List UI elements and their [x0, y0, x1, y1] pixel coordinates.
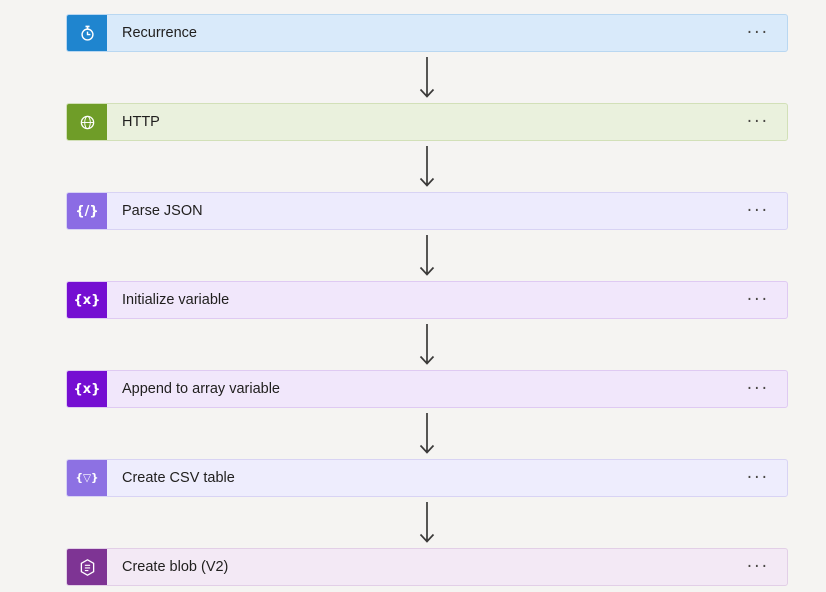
action-card-create-csv-table[interactable]: {▽} Create CSV table ··· [66, 459, 788, 497]
action-card-parse-json[interactable]: {/} Parse JSON ··· [66, 192, 788, 230]
action-title: Initialize variable [122, 292, 230, 308]
icon-glyph: {x} [73, 292, 101, 308]
card-menu-button[interactable]: ··· [743, 23, 773, 44]
card-menu-button[interactable]: ··· [743, 379, 773, 400]
action-card-initialize-variable[interactable]: {x} Initialize variable ··· [66, 281, 788, 319]
action-title: Create CSV table [122, 470, 235, 486]
card-menu-button[interactable]: ··· [743, 468, 773, 489]
connector-arrow [66, 141, 788, 192]
icon-glyph: {x} [73, 381, 101, 397]
action-card-append-to-array-variable[interactable]: {x} Append to array variable ··· [66, 370, 788, 408]
braces-slash-icon: {/} [67, 193, 107, 229]
braces-table-icon: {▽} [67, 460, 107, 496]
action-card-create-blob[interactable]: Create blob (V2) ··· [66, 548, 788, 586]
connector-arrow [66, 497, 788, 548]
card-menu-button[interactable]: ··· [743, 112, 773, 133]
connector-arrow [66, 408, 788, 459]
braces-x-icon: {x} [67, 282, 107, 318]
icon-glyph: {/} [75, 203, 99, 219]
card-menu-button[interactable]: ··· [743, 557, 773, 578]
action-title: Create blob (V2) [122, 559, 229, 575]
icon-glyph: {▽} [75, 471, 99, 484]
action-title: Parse JSON [122, 203, 203, 219]
globe-icon [67, 104, 107, 140]
card-menu-button[interactable]: ··· [743, 290, 773, 311]
connector-arrow [66, 52, 788, 103]
recurrence-clock-icon [67, 15, 107, 51]
connector-arrow [66, 319, 788, 370]
card-menu-button[interactable]: ··· [743, 201, 773, 222]
action-title: Recurrence [122, 25, 197, 41]
action-card-http[interactable]: HTTP ··· [66, 103, 788, 141]
blob-storage-icon [67, 549, 107, 585]
braces-x-icon: {x} [67, 371, 107, 407]
action-title: HTTP [122, 114, 160, 130]
action-card-recurrence[interactable]: Recurrence ··· [66, 14, 788, 52]
connector-arrow [66, 230, 788, 281]
action-title: Append to array variable [122, 381, 280, 397]
